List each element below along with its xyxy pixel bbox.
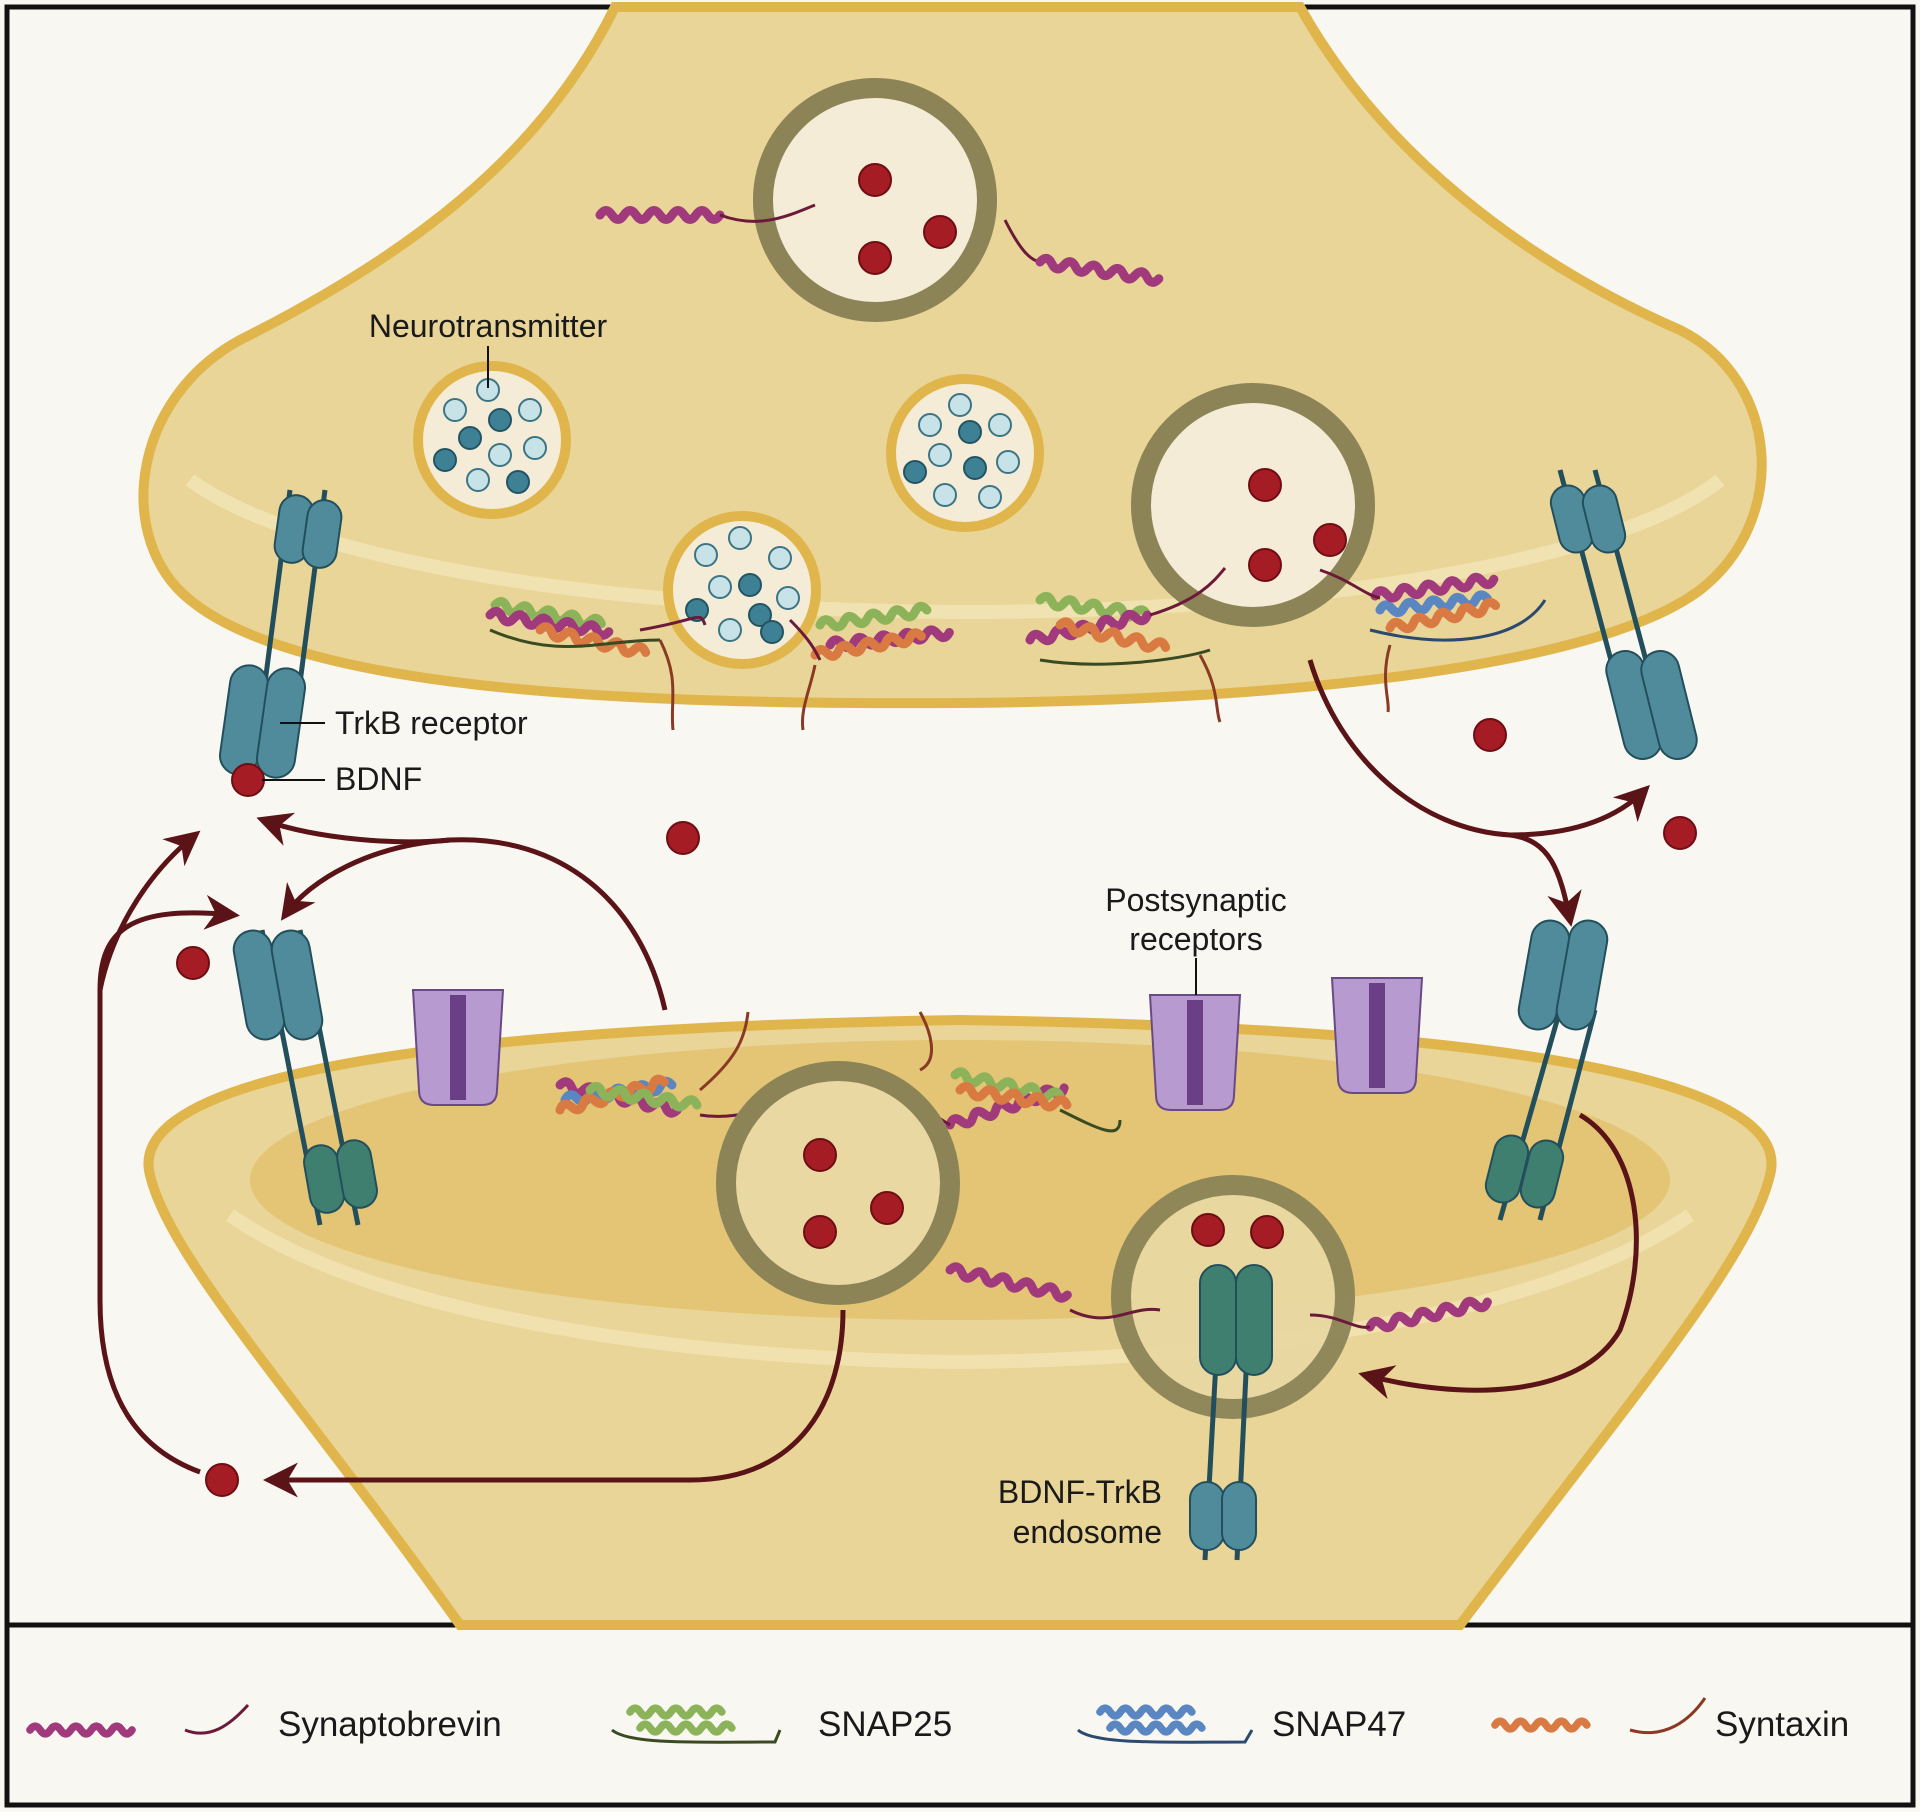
- snare-complex-pre-2: [788, 606, 950, 731]
- bdnf-free: [666, 821, 700, 855]
- bdnf-vesicle-post: [716, 1061, 960, 1305]
- trkb-receptor-post-right: [1484, 919, 1609, 1221]
- label-endosome-line1: BDNF-TrkB: [998, 1474, 1162, 1510]
- label-bdnf: BDNF: [335, 761, 422, 797]
- legend-label: SNAP25: [818, 1705, 952, 1744]
- postsynaptic-receptor: [411, 989, 505, 1106]
- bdnf-free: [176, 946, 210, 980]
- bdnf-free: [1473, 718, 1507, 752]
- label-postsynaptic-line2: receptors: [1129, 921, 1262, 957]
- legend-label: Syntaxin: [1715, 1705, 1849, 1744]
- bdnf-vesicle-top: [600, 78, 1159, 322]
- label-endosome-line2: endosome: [1013, 1514, 1162, 1550]
- label-neurotransmitter: Neurotransmitter: [369, 308, 608, 344]
- synaptic-vesicle-1: [413, 361, 571, 519]
- trkb-receptor-pre-right: [1549, 469, 1698, 760]
- legend-label: SNAP47: [1272, 1705, 1406, 1744]
- bdnf-trkb-endosome: [949, 1175, 1488, 1561]
- bdnf-free: [1663, 816, 1697, 850]
- legend-item-syntaxin: Syntaxin: [1495, 1697, 1849, 1744]
- legend: Synaptobrevin SNAP25 SNAP47 Syntaxin: [30, 1697, 1849, 1744]
- legend-label: Synaptobrevin: [278, 1705, 502, 1744]
- legend-item-synaptobrevin: Synaptobrevin: [30, 1703, 502, 1744]
- legend-item-snap25: SNAP25: [611, 1705, 952, 1744]
- bdnf-vesicle-fusing: [1131, 383, 1375, 627]
- pathway-arrows: [97, 659, 1650, 1498]
- snare-complex-pre-1: [489, 601, 707, 731]
- trkb-receptor-post-left: [232, 929, 378, 1226]
- bdnf-free: [205, 1463, 239, 1497]
- label-trkb-receptor: TrkB receptor: [335, 705, 528, 741]
- postsynaptic-terminal: [143, 1014, 1777, 1630]
- synaptic-vesicle-2: [886, 374, 1044, 532]
- synaptic-vesicle-docking: [663, 511, 821, 669]
- legend-item-snap47: SNAP47: [1077, 1705, 1406, 1744]
- snare-complex-pre-3: [1029, 567, 1227, 723]
- postsynaptic-receptor: [1148, 994, 1242, 1111]
- postsynaptic-receptor: [1330, 977, 1424, 1094]
- label-postsynaptic-line1: Postsynaptic: [1105, 882, 1286, 918]
- snare-complex-pre-4: [1319, 568, 1547, 713]
